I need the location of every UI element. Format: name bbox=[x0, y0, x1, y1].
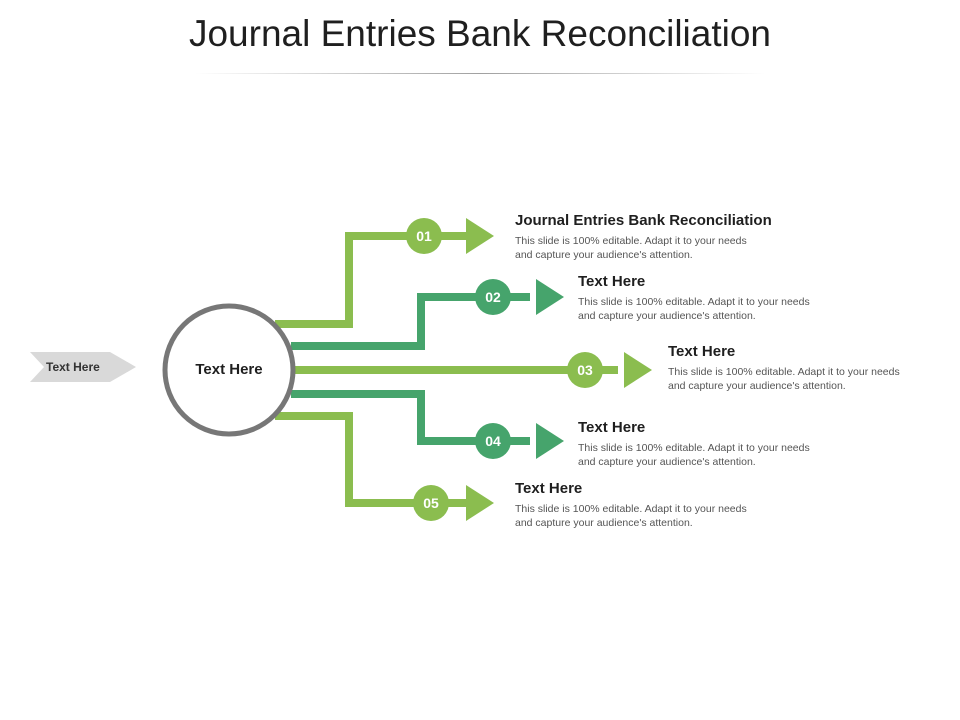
hub-circle bbox=[162, 303, 296, 437]
badge-number-04: 04 bbox=[485, 433, 501, 449]
item-description: This slide is 100% editable. Adapt it to… bbox=[668, 366, 900, 392]
title-divider bbox=[195, 73, 765, 74]
badge-number-05: 05 bbox=[423, 495, 439, 511]
badge-number-03: 03 bbox=[577, 362, 593, 378]
item-description: This slide is 100% editable. Adapt it to… bbox=[578, 296, 810, 322]
item-description: This slide is 100% editable. Adapt it to… bbox=[515, 503, 747, 529]
item-heading: Journal Entries Bank Reconciliation bbox=[515, 212, 772, 229]
arrowhead-05 bbox=[466, 485, 494, 521]
badge-01 bbox=[406, 218, 442, 254]
arrowhead-02 bbox=[536, 279, 564, 315]
input-arrow-shape bbox=[30, 352, 136, 382]
arrowhead-01 bbox=[466, 218, 494, 254]
item-01: Journal Entries Bank Reconciliation This… bbox=[515, 212, 815, 262]
slide-title: Journal Entries Bank Reconciliation bbox=[188, 13, 772, 54]
badge-04 bbox=[475, 423, 511, 459]
item-description: This slide is 100% editable. Adapt it to… bbox=[515, 235, 747, 261]
item-05: Text Here This slide is 100% editable. A… bbox=[515, 480, 815, 530]
hub-label: Text Here bbox=[195, 361, 263, 378]
badge-number-02: 02 bbox=[485, 289, 501, 305]
item-heading: Text Here bbox=[578, 419, 646, 436]
item-03: Text Here This slide is 100% editable. A… bbox=[668, 343, 960, 393]
item-04: Text Here This slide is 100% editable. A… bbox=[578, 419, 878, 469]
item-heading: Text Here bbox=[515, 480, 583, 497]
arrowhead-04 bbox=[536, 423, 564, 459]
connector-05 bbox=[275, 412, 466, 507]
badge-02 bbox=[475, 279, 511, 315]
connector-01 bbox=[275, 232, 466, 328]
badge-05 bbox=[413, 485, 449, 521]
item-heading: Text Here bbox=[578, 273, 646, 290]
badge-number-01: 01 bbox=[416, 228, 432, 244]
arrowhead-03 bbox=[624, 352, 652, 388]
item-02: Text Here This slide is 100% editable. A… bbox=[578, 273, 878, 323]
badge-03 bbox=[567, 352, 603, 388]
input-label: Text Here bbox=[46, 360, 100, 374]
item-heading: Text Here bbox=[668, 343, 736, 360]
item-description: This slide is 100% editable. Adapt it to… bbox=[578, 442, 810, 468]
